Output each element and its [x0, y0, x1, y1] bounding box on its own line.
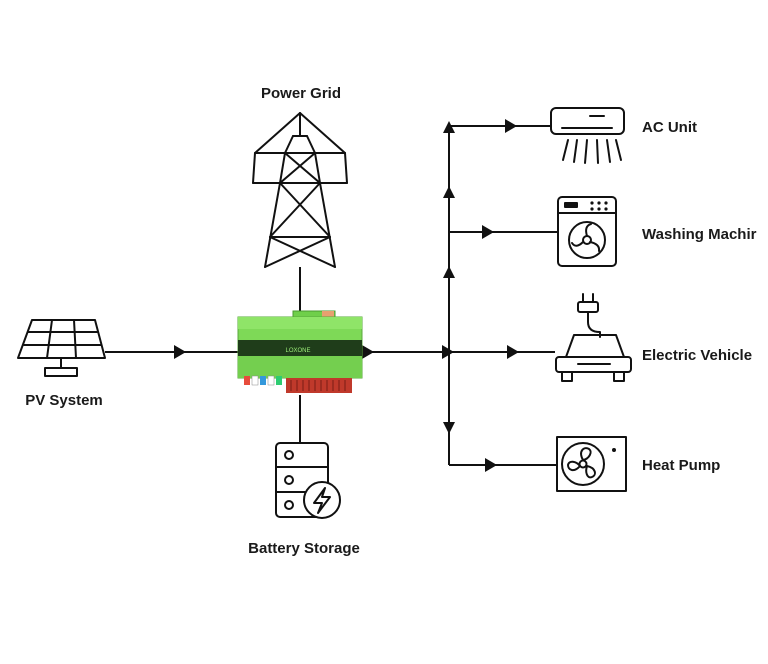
controller-out-arrow	[362, 345, 374, 359]
electric-car-icon	[555, 293, 632, 382]
electric-vehicle-label: Electric Vehicle	[642, 347, 752, 364]
heat-pump-fan-icon	[556, 436, 627, 492]
ev-flow-arrow	[507, 345, 519, 359]
ac-unit-label: AC Unit	[642, 119, 697, 136]
heat-pump-label: Heat Pump	[642, 457, 720, 474]
controller-brand-label: LOXONE	[285, 348, 310, 354]
battery-storage-icon	[275, 442, 341, 519]
washing-machine-icon	[557, 196, 617, 267]
transmission-tower-icon	[252, 112, 348, 268]
air-conditioner-icon	[550, 107, 625, 164]
pv-flow-arrow	[174, 345, 186, 359]
bus-up-arrow-3	[443, 266, 455, 278]
miniserver-controller: LOXONE	[237, 310, 363, 393]
power-grid-label: Power Grid	[261, 85, 341, 102]
bus-down-arrow	[443, 422, 455, 434]
heatpump-flow-arrow	[485, 458, 497, 472]
connection-lines	[105, 119, 558, 472]
solar-panel-icon	[17, 319, 106, 377]
washer-flow-arrow	[482, 225, 494, 239]
ac-flow-arrow	[505, 119, 517, 133]
bus-up-arrow-2	[443, 186, 455, 198]
washing-machine-label: Washing Machir	[642, 226, 757, 243]
pv-system-label: PV System	[25, 392, 103, 409]
battery-storage-label: Battery Storage	[248, 540, 360, 557]
